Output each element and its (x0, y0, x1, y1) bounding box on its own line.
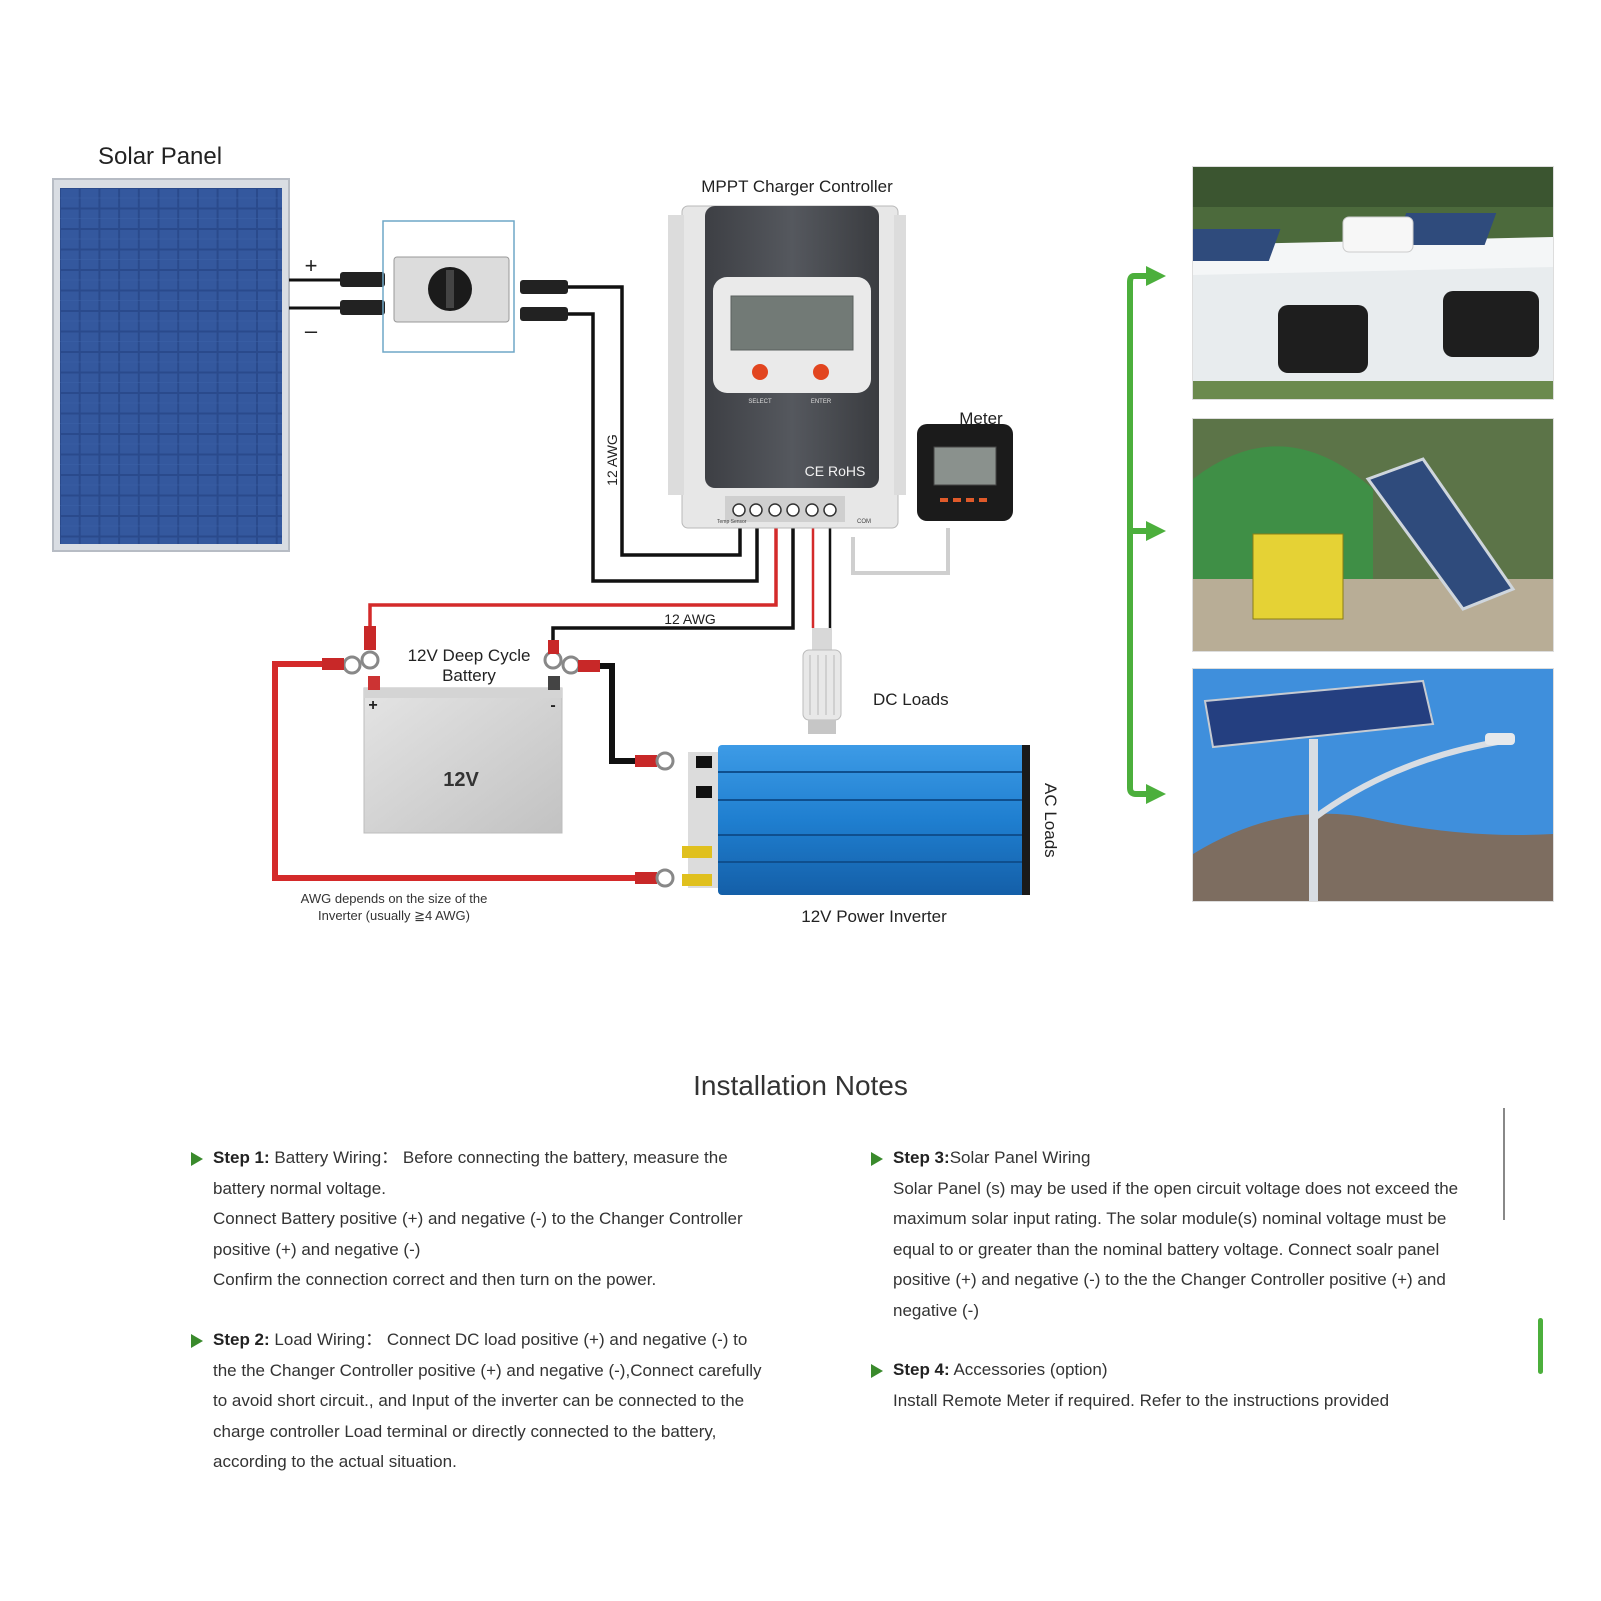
awg-horizontal-label: 12 AWG (664, 611, 716, 627)
edge-divider-line (1503, 1108, 1505, 1220)
battery: + - 12V (363, 676, 563, 834)
inverter-wires (272, 661, 675, 888)
controller-ce-rohs: CE RoHS (805, 463, 866, 479)
step-3-line: maximum solar input rating. The solar mo… (893, 1209, 1447, 1228)
negative-sign: – (305, 318, 318, 343)
step-1-arrow-icon (191, 1152, 203, 1166)
dc-isolator-switch (382, 220, 515, 353)
step-2-label: Step 2: (213, 1330, 270, 1349)
battery-voltage-text: 12V (443, 769, 479, 791)
step-2-line: according to the actual situation. (213, 1452, 457, 1471)
battery-minus: - (550, 697, 555, 714)
ac-loads-label: AC Loads (1041, 783, 1060, 858)
step-4-arrow-icon (871, 1364, 883, 1378)
installation-notes-title: Installation Notes (693, 1070, 908, 1101)
step-2-line: to avoid short circuit., and Input of th… (213, 1391, 745, 1410)
step-2-arrow-icon (191, 1334, 203, 1348)
street-light-photo (1192, 668, 1554, 902)
step-4-label: Step 4: (893, 1360, 950, 1379)
battery-plus: + (368, 697, 377, 714)
step-3-line: negative (-) (893, 1300, 979, 1320)
awg-note-line2: Inverter (usually ≧4 AWG) (318, 908, 470, 923)
step-3-line: positive (+) and negative (-) to the the… (893, 1270, 1446, 1289)
step-1-label: Step 1: (213, 1148, 270, 1167)
pv-wires (568, 285, 759, 583)
controller-temp-sensor: Temp Sensor (717, 519, 747, 525)
step-3: Step 3:Solar Panel Wiring Solar Panel (s… (871, 1143, 1533, 1326)
wiring-diagram: SELECT ENTER CE RoHS Temp Sensor COM + -… (52, 143, 1166, 926)
controller-select-label: SELECT (748, 399, 772, 405)
inverter-label: 12V Power Inverter (801, 907, 947, 926)
step-1-line: Connect Battery positive (+) and negativ… (213, 1209, 743, 1228)
solar-panel-label: Solar Panel (98, 143, 222, 170)
arrow-heads (1146, 266, 1166, 804)
dc-loads-label: DC Loads (873, 690, 949, 709)
awg-note-line1: AWG depends on the size of the (301, 891, 488, 906)
battery-label-line2: Battery (442, 666, 496, 685)
step-4-line: Install Remote Meter if required. Refer … (893, 1390, 1390, 1410)
step-2-title: Load Wiring： Connect DC load positive (+… (269, 1330, 748, 1349)
step-1-line: Confirm the connection correct and then … (213, 1270, 657, 1289)
remote-meter (917, 424, 1013, 521)
dc-load-bulb (802, 628, 842, 734)
step-1-line: positive (+) and negative (-) (213, 1239, 421, 1259)
load-wires (811, 527, 832, 628)
step-3-arrow-icon (871, 1152, 883, 1166)
rv-roof-photo (1192, 166, 1554, 400)
controller-label: MPPT Charger Controller (701, 177, 893, 196)
step-1: Step 1: Battery Wiring： Before connectin… (191, 1143, 813, 1296)
controller-com: COM (857, 519, 871, 525)
solar-panel (52, 178, 290, 552)
mppt-controller: SELECT ENTER CE RoHS Temp Sensor COM (668, 205, 906, 529)
meter-label: Meter (959, 409, 1003, 428)
camping-photo (1192, 418, 1554, 652)
step-4-title: Accessories (option) (949, 1360, 1108, 1379)
switch-output-connector-neg (520, 307, 568, 321)
step-1-line: battery normal voltage. (213, 1178, 386, 1198)
switch-output-connector-pos (520, 280, 568, 294)
awg-vertical-label: 12 AWG (604, 434, 620, 486)
step-3-line: equal to or greater than the nominal bat… (893, 1239, 1440, 1259)
step-3-line: Solar Panel (s) may be used if the open … (893, 1178, 1459, 1198)
ring-terminals (322, 626, 600, 675)
edge-green-mark (1538, 1318, 1543, 1374)
battery-wires (368, 527, 795, 643)
panel-leads (289, 272, 385, 315)
step-1-title: Battery Wiring： Before connecting the ba… (269, 1148, 728, 1167)
step-2-line: charge controller Load terminal or direc… (213, 1421, 717, 1441)
step-3-title: Solar Panel Wiring (949, 1148, 1091, 1167)
step-3-label: Step 3: (893, 1148, 950, 1167)
positive-sign: + (305, 253, 318, 278)
application-arrows (1127, 273, 1148, 797)
meter-cable (851, 528, 950, 575)
controller-enter-label: ENTER (811, 399, 832, 405)
step-4: Step 4: Accessories (option) Install Rem… (871, 1355, 1533, 1416)
step-2: Step 2: Load Wiring： Connect DC load pos… (191, 1325, 833, 1478)
power-inverter (682, 745, 1030, 895)
battery-label-line1: 12V Deep Cycle (408, 646, 531, 665)
step-2-line: the the Changer Controller positive (+) … (213, 1360, 762, 1380)
